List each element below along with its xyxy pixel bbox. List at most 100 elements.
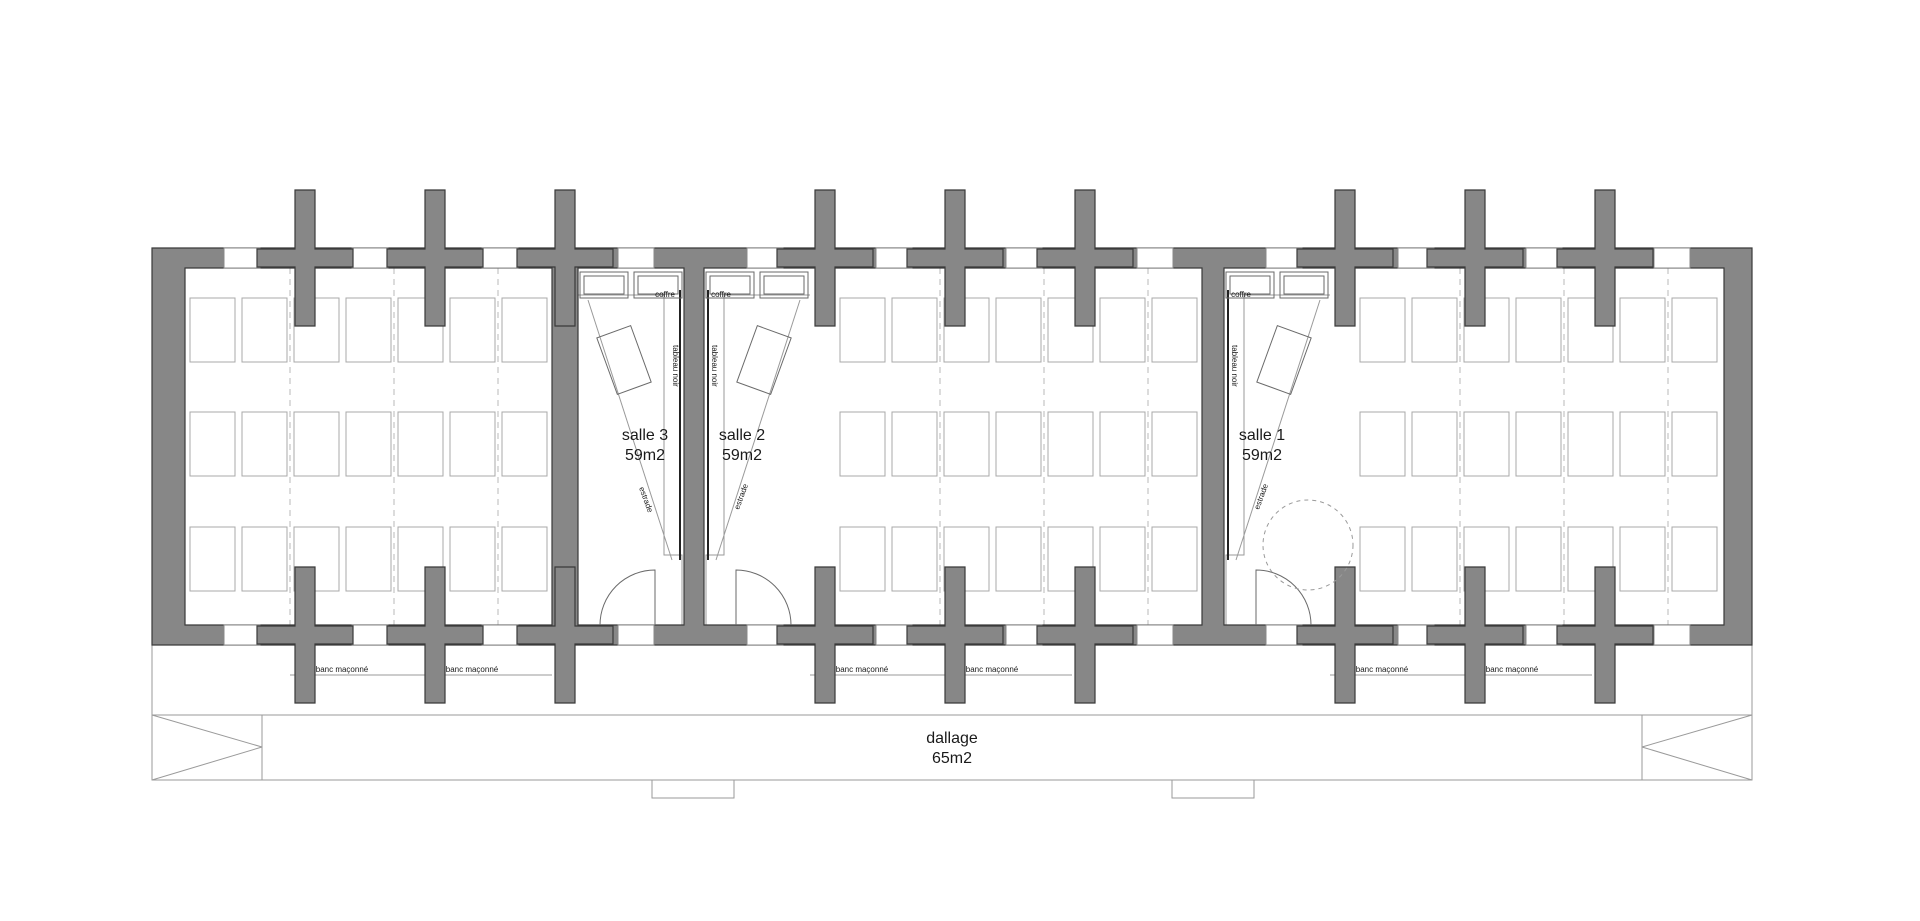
desk	[1359, 526, 1406, 592]
desk	[1515, 297, 1562, 363]
desk	[943, 411, 990, 477]
chest-inner	[1229, 275, 1271, 295]
room-labels: salle 3 59m2 salle 2 59m2 salle 1 59m2 d…	[316, 290, 1539, 767]
stage-edge	[1235, 299, 1321, 561]
chest-inner	[763, 275, 805, 295]
desk	[1671, 526, 1718, 592]
chest-label: coffre	[1231, 290, 1251, 299]
stage-label: estrade	[1252, 482, 1270, 511]
pillar	[906, 189, 1004, 327]
desk	[995, 297, 1042, 363]
window-opening	[617, 247, 655, 269]
desk	[839, 526, 886, 592]
chest	[579, 271, 629, 299]
desk	[501, 411, 548, 477]
bench-label: banc maçonné	[836, 665, 889, 674]
teacher-desk	[1256, 325, 1312, 395]
desk	[1099, 526, 1146, 592]
desk	[1359, 297, 1406, 363]
desk	[345, 297, 392, 363]
room-1-area: 59m2	[1242, 447, 1282, 464]
pillar	[256, 566, 354, 704]
bench-label: banc maçonné	[1486, 665, 1539, 674]
teacher-desk	[596, 325, 652, 395]
desk	[1619, 297, 1666, 363]
desk	[1099, 411, 1146, 477]
desk	[449, 526, 496, 592]
desk	[1099, 297, 1146, 363]
board-label: tableau noir	[671, 345, 680, 387]
classroom-furniture	[189, 268, 1718, 625]
window-openings	[223, 247, 1691, 646]
chest-inner	[583, 275, 625, 295]
desk	[839, 411, 886, 477]
pillar	[906, 566, 1004, 704]
desk	[189, 297, 236, 363]
pillar	[1556, 566, 1654, 704]
window-opening	[617, 624, 655, 646]
chest	[759, 271, 809, 299]
teacher-desk	[736, 325, 792, 395]
pillar	[776, 189, 874, 327]
bench-label: banc maçonné	[446, 665, 499, 674]
stage-edge	[715, 299, 801, 561]
pillar	[386, 566, 484, 704]
window-opening	[481, 247, 519, 269]
desk	[345, 526, 392, 592]
desk	[189, 411, 236, 477]
desk	[1047, 411, 1094, 477]
desk	[1151, 297, 1198, 363]
desk	[1411, 411, 1458, 477]
desk	[1151, 526, 1198, 592]
desk	[449, 297, 496, 363]
walls	[151, 247, 1753, 646]
bench-label: banc maçonné	[966, 665, 1019, 674]
desk	[1671, 297, 1718, 363]
terrace-area: 65m2	[932, 750, 972, 767]
desk	[1359, 411, 1406, 477]
stage-outline	[1225, 294, 1330, 625]
desk	[293, 411, 340, 477]
chest-label: coffre	[711, 290, 731, 299]
desk	[345, 411, 392, 477]
window-opening	[1653, 247, 1691, 269]
chest	[1279, 271, 1329, 299]
window-opening	[351, 247, 389, 269]
room-3-name: salle 3	[622, 427, 668, 444]
desk	[397, 411, 444, 477]
stage-outline	[705, 294, 810, 625]
desk	[1671, 411, 1718, 477]
window-opening	[481, 624, 519, 646]
pillar	[1296, 566, 1394, 704]
window-opening	[223, 624, 261, 646]
room-2-area: 59m2	[722, 447, 762, 464]
pillars	[256, 189, 1654, 704]
pillar	[256, 189, 354, 327]
chest-inner	[1283, 275, 1325, 295]
stage-outline	[578, 294, 683, 625]
pillar	[516, 189, 614, 327]
desk	[891, 297, 938, 363]
chest	[705, 271, 755, 299]
desk	[1411, 297, 1458, 363]
window-opening	[1653, 624, 1691, 646]
chest-inner	[637, 275, 679, 295]
desk	[995, 526, 1042, 592]
desk	[501, 297, 548, 363]
pillar	[1426, 566, 1524, 704]
desk	[1463, 411, 1510, 477]
window-opening	[351, 624, 389, 646]
board-label: tableau noir	[710, 345, 719, 387]
desk	[1463, 297, 1510, 363]
desk	[891, 526, 938, 592]
stage-edge	[587, 299, 673, 561]
pillar	[1426, 189, 1524, 327]
pillar	[386, 189, 484, 327]
pillar	[776, 566, 874, 704]
pillar	[1296, 189, 1394, 327]
desk	[839, 297, 886, 363]
room-3-area: 59m2	[625, 447, 665, 464]
desk	[1515, 411, 1562, 477]
desk	[891, 411, 938, 477]
